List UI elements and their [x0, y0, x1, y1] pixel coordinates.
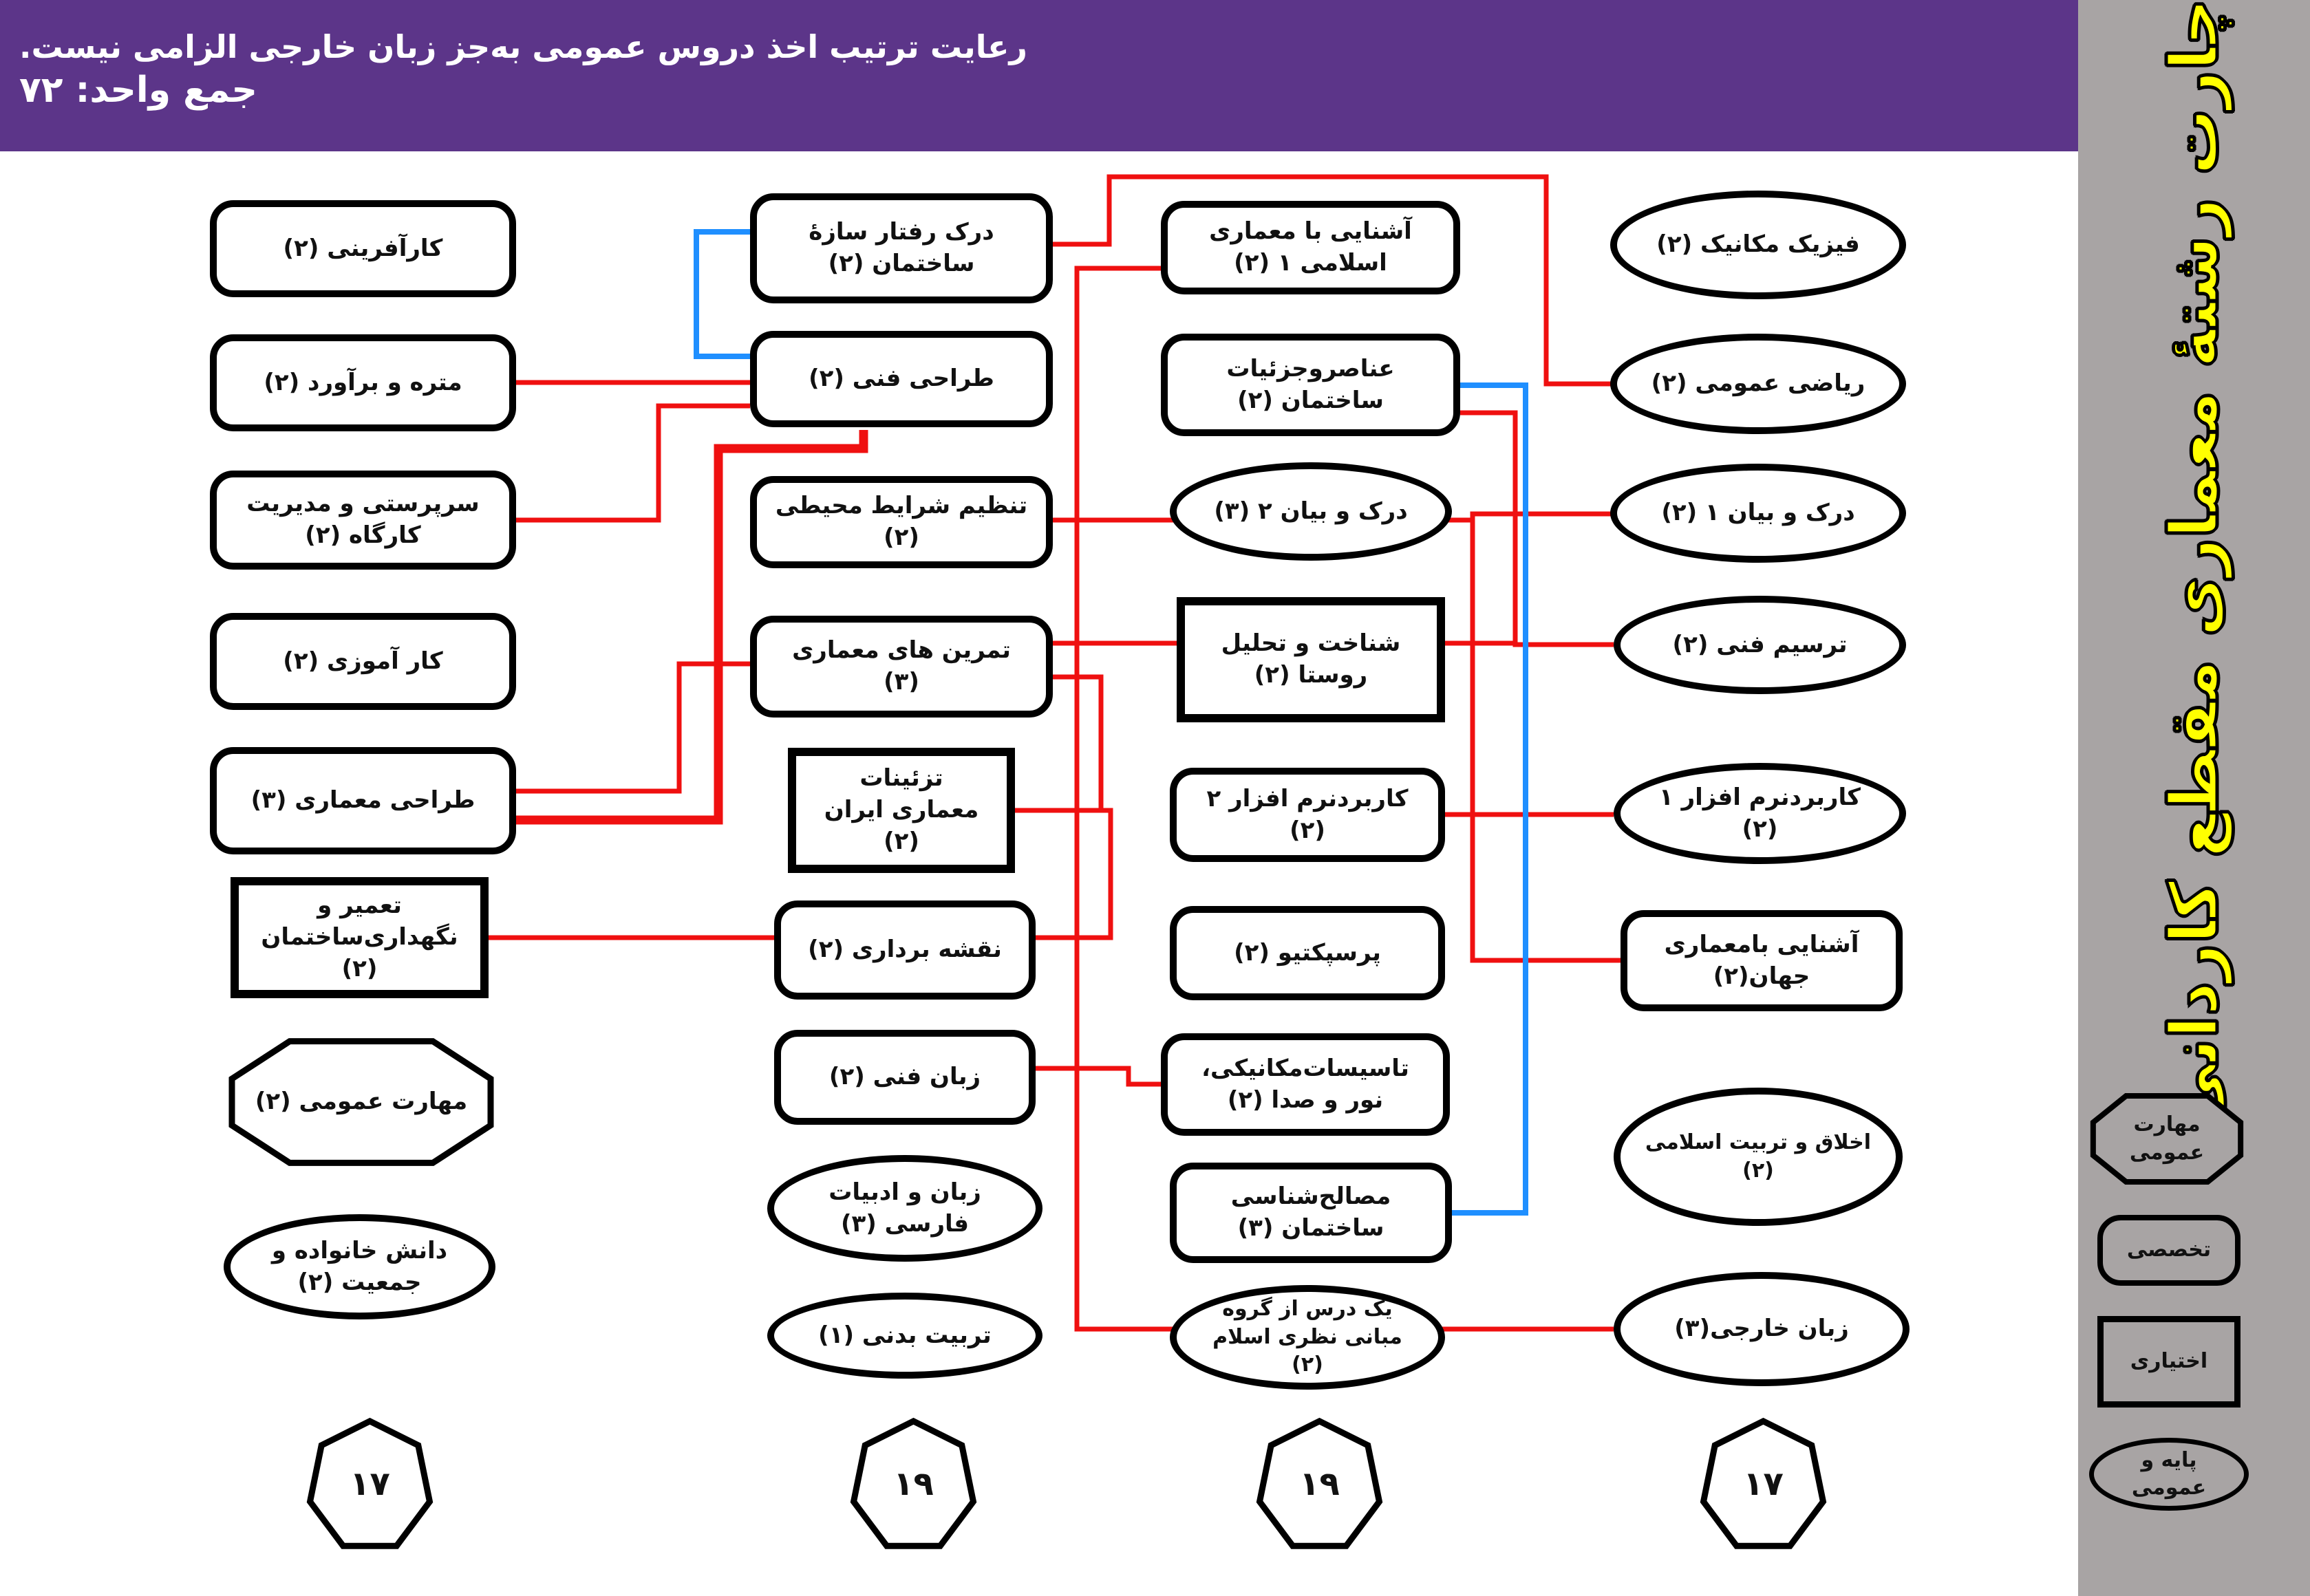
course-surveying: نقشه برداری (۲)	[774, 901, 1036, 1000]
course-perception-expression-2: درک و بیان ۲ (۳)	[1170, 462, 1452, 561]
course-internship: کار آموزی (۲)	[210, 613, 516, 710]
course-building-elements: عناصروجزئیات ساختمان (۲)	[1161, 334, 1460, 436]
octagon-icon	[224, 1037, 499, 1167]
course-entrepreneurship: کارآفرینی (۲)	[210, 200, 516, 297]
banner: رعایت ترتیب اخذ دروس عمومی به‌جز زبان خا…	[0, 0, 2078, 151]
course-environmental-conditions: تنظیم شرایط محیطی (۲)	[750, 476, 1053, 568]
course-building-materials: مصالح‌شناسی ساختمان (۳)	[1170, 1163, 1452, 1263]
course-perspective: پرسپکتیو (۲)	[1170, 906, 1445, 1000]
course-islamic-ethics: اخلاق و تربیت اسلامی (۲)	[1614, 1088, 1903, 1226]
course-software-application-2: کاربردنرم افزار ۲ (۲)	[1170, 768, 1445, 862]
course-physical-education: تربیت بدنی (۱)	[767, 1293, 1042, 1379]
legend-specialized: تخصصی	[2097, 1215, 2241, 1286]
banner-note: رعایت ترتیب اخذ دروس عمومی به‌جز زبان خا…	[19, 28, 1027, 65]
banner-total-units: جمع واحد: ۷۲	[19, 69, 258, 111]
heptagon-icon	[850, 1417, 977, 1551]
course-general-math: ریاضی عمومی (۲)	[1610, 334, 1906, 434]
heptagon-icon	[1256, 1417, 1383, 1551]
heptagon-icon	[306, 1417, 434, 1551]
course-world-architecture: آشنایی بامعماری جهان(۲)	[1621, 910, 1903, 1011]
octagon-icon	[2088, 1093, 2245, 1185]
course-iran-architectural-decorations: تزئینات معماری ایران (۲)	[788, 748, 1015, 873]
course-architecture-exercises: تمرین های معماری (۳)	[750, 616, 1053, 718]
course-mechanical-installations: تاسیسات‌مکانیکی، نور و صدا (۲)	[1161, 1033, 1450, 1136]
course-technical-drawing: ترسیم فنی (۲)	[1614, 596, 1906, 694]
heptagon-icon	[1700, 1417, 1827, 1551]
total-units-col1: ۱۷	[306, 1417, 434, 1551]
course-structural-behavior: درک رفتار سازهٔ ساختمان (۲)	[750, 193, 1053, 303]
course-technical-design: طراحی فنی (۲)	[750, 331, 1053, 427]
total-units-col4: ۱۷	[1700, 1417, 1827, 1551]
legend-basic-general: پایه و عمومی	[2089, 1438, 2249, 1511]
legend-optional: اختیاری	[2097, 1316, 2241, 1408]
total-units-col3: ۱۹	[1256, 1417, 1383, 1551]
legend-general-skill: مهارت عمومی	[2088, 1093, 2245, 1185]
course-perception-expression-1: درک و بیان ۱ (۲)	[1610, 464, 1906, 563]
course-building-maintenance: تعمیر و نگهداری‌ساختمان (۲)	[231, 877, 489, 998]
course-family-knowledge: دانش خانواده و جمعیت (۲)	[224, 1214, 495, 1319]
course-workshop-supervision: سرپرستی و مدیریت کارگاه (۲)	[210, 471, 516, 570]
course-technical-language: زبان فنی (۲)	[774, 1030, 1036, 1125]
course-architectural-design: طراحی معماری (۳)	[210, 747, 516, 854]
course-foreign-language: زبان خارجی(۳)	[1614, 1272, 1910, 1386]
total-units-col2: ۱۹	[850, 1417, 977, 1551]
course-quantity-surveying: متره و برآورد (۲)	[210, 334, 516, 431]
course-village-analysis: شناخت و تحلیل روستا (۲)	[1177, 597, 1445, 722]
course-physics-mechanics: فیزیک مکانیک (۲)	[1610, 191, 1906, 299]
course-software-application-1: کاربردنرم افزار ۱ (۲)	[1614, 763, 1906, 864]
course-islamic-architecture-1: آشنایی با معماری اسلامی ۱ (۲)	[1161, 201, 1460, 294]
course-general-skill: مهارت عمومی (۲)	[224, 1037, 499, 1167]
course-persian-literature: زبان و ادبیات فارسی (۳)	[767, 1155, 1042, 1262]
course-islamic-theory-group: یک درس از گروه مبانی نظری اسلام (۲)	[1170, 1285, 1445, 1390]
